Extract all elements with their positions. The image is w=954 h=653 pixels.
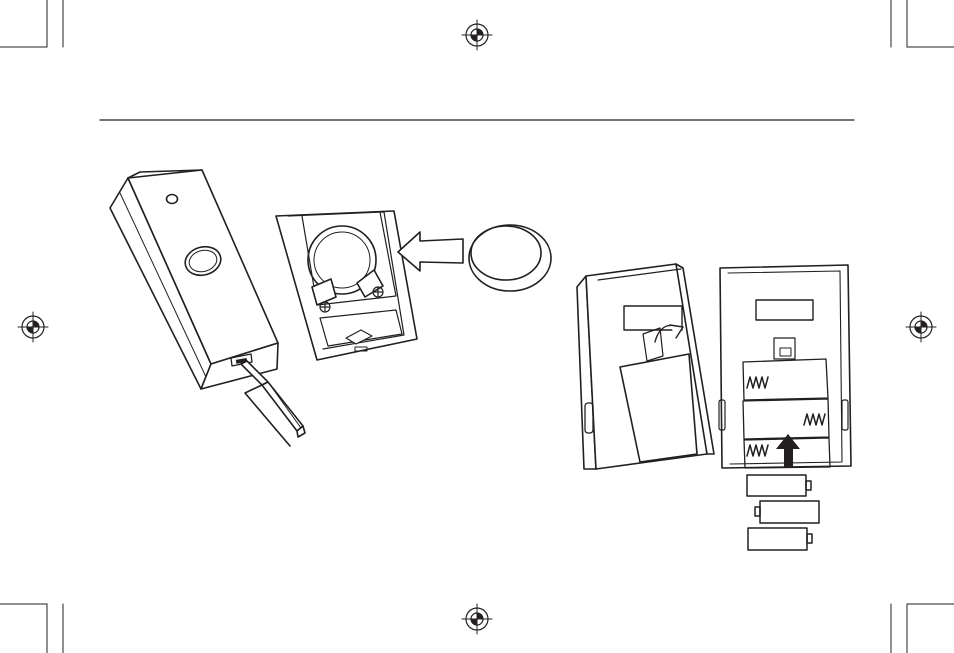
registration-mark-bottom [462, 604, 492, 634]
registration-mark-top [462, 20, 492, 50]
aa-battery-icon [760, 501, 819, 523]
chime-unit-battery-compartment [719, 265, 851, 468]
coin-cell-battery [469, 225, 551, 291]
aa-battery-1 [747, 475, 811, 496]
registration-mark-left [18, 312, 48, 342]
screwdriver-icon [241, 361, 305, 446]
up-arrow-icon [784, 446, 793, 468]
registration-mark-right [906, 312, 936, 342]
chime-unit-side [577, 264, 714, 469]
push-button-battery-compartment [276, 211, 417, 360]
left-arrow-icon [398, 232, 463, 271]
aa-battery-icon [748, 528, 807, 550]
aa-battery-3 [748, 528, 812, 550]
doorbell-push-button [110, 170, 278, 389]
plus-icon [373, 287, 383, 297]
aa-battery-icon [747, 475, 806, 496]
plus-icon [320, 302, 330, 312]
aa-battery-2 [755, 501, 819, 523]
